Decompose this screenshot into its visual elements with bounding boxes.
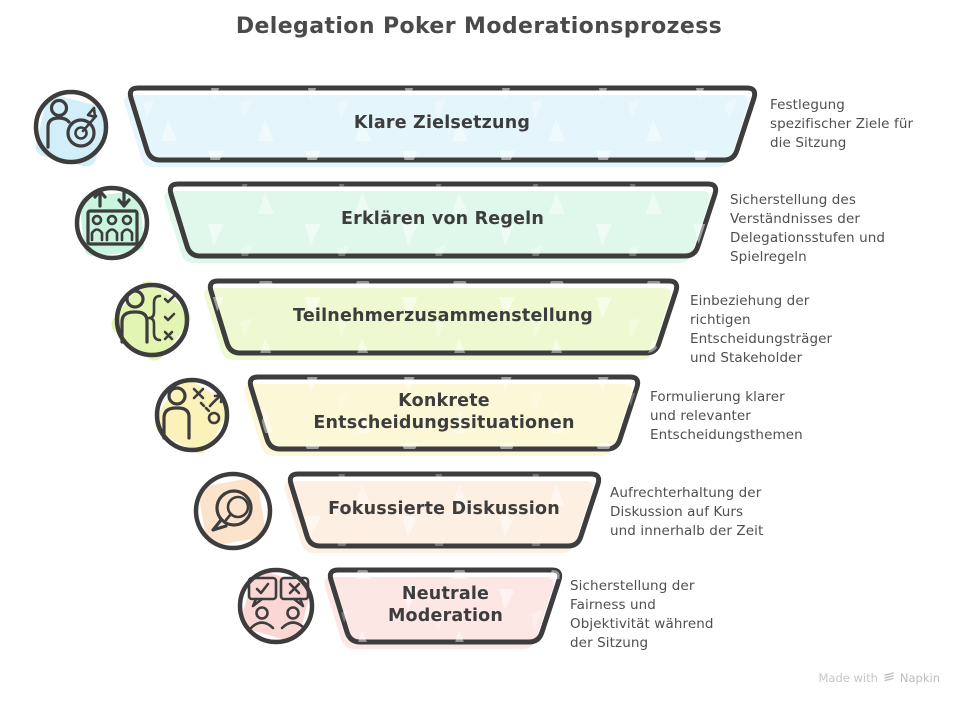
watermark-prefix: Made with <box>818 671 878 685</box>
desc-line: und innerhalb der Zeit <box>610 523 764 539</box>
watermark-brand: Napkin <box>899 671 940 685</box>
desc-line: Aufrechterhaltung der <box>610 485 762 501</box>
stage-description-3: Einbeziehung der richtigen Entscheidungs… <box>690 292 910 368</box>
band-label-neutrale-moderation: Neutrale Moderation <box>387 584 504 626</box>
desc-line: Einbeziehung der <box>690 293 810 309</box>
desc-line: Delegationsstufen und <box>730 230 886 246</box>
desc-line: die Sitzung <box>770 135 847 151</box>
stage-description-6: Sicherstellung der Fairness und Objektiv… <box>570 577 790 653</box>
desc-line: Fairness und <box>570 597 656 613</box>
desc-line: Entscheidungsträger <box>690 331 833 347</box>
desc-line: Formulierung klarer <box>650 389 785 405</box>
band-label-erklaeren-von-regeln: Erklären von Regeln <box>340 209 545 230</box>
stage-description-1: Festlegung spezifischer Ziele für die Si… <box>770 96 950 153</box>
page-title: Delegation Poker Moderationsprozess <box>235 14 723 39</box>
napkin-logo-icon <box>884 672 894 682</box>
desc-line: Sicherstellung des <box>730 192 856 208</box>
stage-description-2: Sicherstellung des Verständnisses der De… <box>730 191 950 267</box>
band-label-konkrete-entscheidungssituationen: Konkrete Entscheidungssituationen <box>313 391 575 433</box>
desc-line: Festlegung <box>770 97 845 113</box>
levels-people-icon <box>74 185 150 261</box>
desc-line: Objektivität während <box>570 616 714 632</box>
desc-line: Entscheidungsthemen <box>650 427 803 443</box>
desc-line: spezifischer Ziele für <box>770 116 914 132</box>
desc-line: Spielregeln <box>730 249 807 265</box>
desc-line: richtigen <box>690 312 751 328</box>
person-strategy-icon <box>154 377 230 454</box>
desc-line: Sicherstellung der <box>570 578 695 594</box>
desc-line: Verständnisses der <box>730 211 860 227</box>
desc-line: der Sitzung <box>570 635 649 651</box>
watermark: Made with Napkin <box>819 671 941 685</box>
person-target-icon <box>33 89 109 167</box>
band-label-fokussierte-diskussion: Fokussierte Diskussion <box>328 499 560 520</box>
desc-line: Diskussion auf Kurs <box>610 504 744 520</box>
chat-bubbles-icon <box>193 471 273 551</box>
person-selection-icon <box>111 281 191 361</box>
vote-people-icon <box>237 567 315 645</box>
desc-line: und relevanter <box>650 408 751 424</box>
band-label-klare-zielsetzung: Klare Zielsetzung <box>353 113 531 134</box>
desc-line: und Stakeholder <box>690 350 803 366</box>
stage-description-5: Aufrechterhaltung der Diskussion auf Kur… <box>610 484 830 541</box>
band-label-teilnehmerzusammenstellung: Teilnehmerzusammenstellung <box>293 306 593 327</box>
stage-description-4: Formulierung klarer und relevanter Entsc… <box>650 388 870 445</box>
